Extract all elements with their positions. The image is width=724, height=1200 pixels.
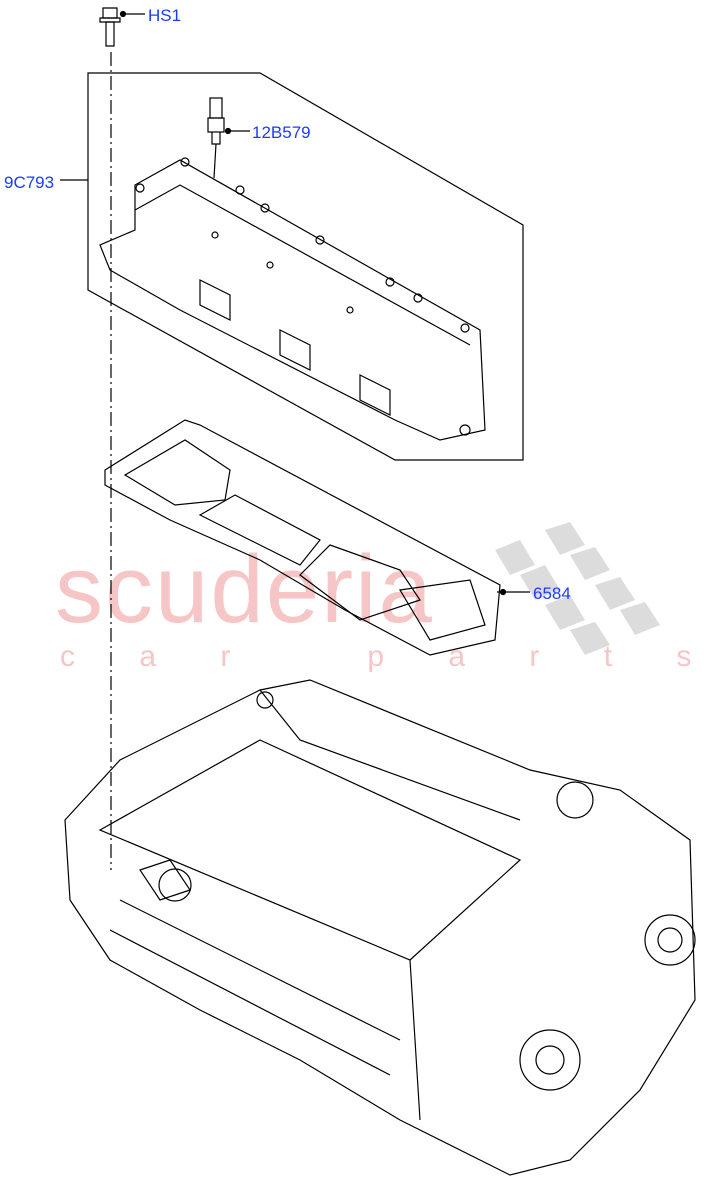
callout-6584[interactable]: 6584 bbox=[533, 584, 571, 603]
assembly-bracket bbox=[87, 72, 524, 461]
sensor-12b579 bbox=[207, 97, 250, 179]
gasket-6584 bbox=[104, 419, 530, 656]
callout-hs1[interactable]: HS1 bbox=[148, 6, 182, 25]
watermark-tagline: c a r p a r t s bbox=[60, 640, 720, 673]
callout-9c793[interactable]: 9C793 bbox=[4, 173, 55, 192]
watermark-brand: scuderia bbox=[55, 536, 434, 643]
callout-12b579[interactable]: 12B579 bbox=[252, 123, 311, 142]
camshaft-housing bbox=[99, 157, 486, 441]
cylinder-head bbox=[64, 679, 696, 1176]
checker-flag-watermark bbox=[495, 522, 660, 655]
bolt-hs1 bbox=[99, 7, 145, 47]
